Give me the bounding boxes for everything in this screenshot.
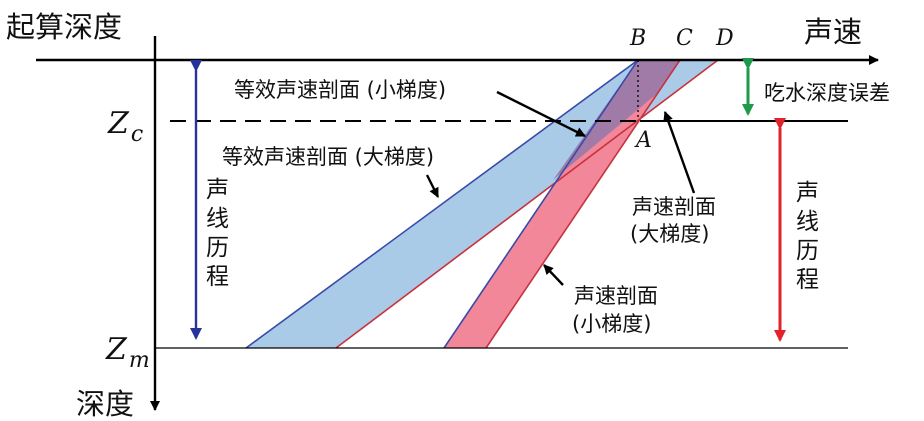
ray-path-right-char-1: 声	[796, 180, 819, 206]
ray-path-left-char-1: 声	[206, 177, 229, 203]
ray-path-left-char-4: 程	[206, 264, 229, 290]
blue-edge-right	[335, 59, 719, 349]
ray-path-left-char-2: 线	[206, 206, 229, 232]
y-axis-top-label: 起算深度	[6, 10, 122, 44]
red-edge-right	[485, 59, 681, 349]
overlap-band	[553, 60, 680, 180]
blue-edge-left	[245, 59, 639, 349]
zm-label: Zm	[105, 332, 150, 373]
red-band	[444, 60, 680, 348]
red-edge-left	[443, 59, 639, 349]
ray-path-left-char-3: 历	[206, 235, 229, 261]
ray-path-right-char-2: 线	[796, 209, 819, 235]
y-axis-bottom-label: 深度	[76, 387, 134, 421]
equiv-small-label: 等效声速剖面 (小梯度)	[234, 78, 446, 102]
profile-large-label-line1: 声速剖面	[632, 195, 716, 219]
pointer-equiv-large	[425, 174, 440, 198]
pointer-profile-small	[543, 264, 564, 286]
profile-large-label-line2: (大梯度)	[630, 222, 709, 246]
equiv-large-label: 等效声速剖面 (大梯度)	[222, 145, 434, 169]
draft-error-label: 吃水深度误差	[764, 81, 890, 105]
ray-path-right-char-4: 程	[796, 267, 819, 293]
profile-small-label-line1: 声速剖面	[574, 284, 658, 308]
pointer-equiv-small	[496, 90, 586, 138]
point-c-label: C	[676, 26, 693, 51]
zc-label: Zc	[107, 106, 143, 147]
point-d-label: D	[715, 26, 734, 51]
ray-path-right-char-3: 历	[796, 238, 819, 264]
pointer-profile-large	[663, 111, 696, 194]
profile-small-label-line2: (小梯度)	[572, 312, 651, 336]
point-b-label: B	[629, 26, 646, 51]
x-axis-label: 声速	[804, 15, 862, 49]
point-a-label: A	[634, 128, 652, 153]
